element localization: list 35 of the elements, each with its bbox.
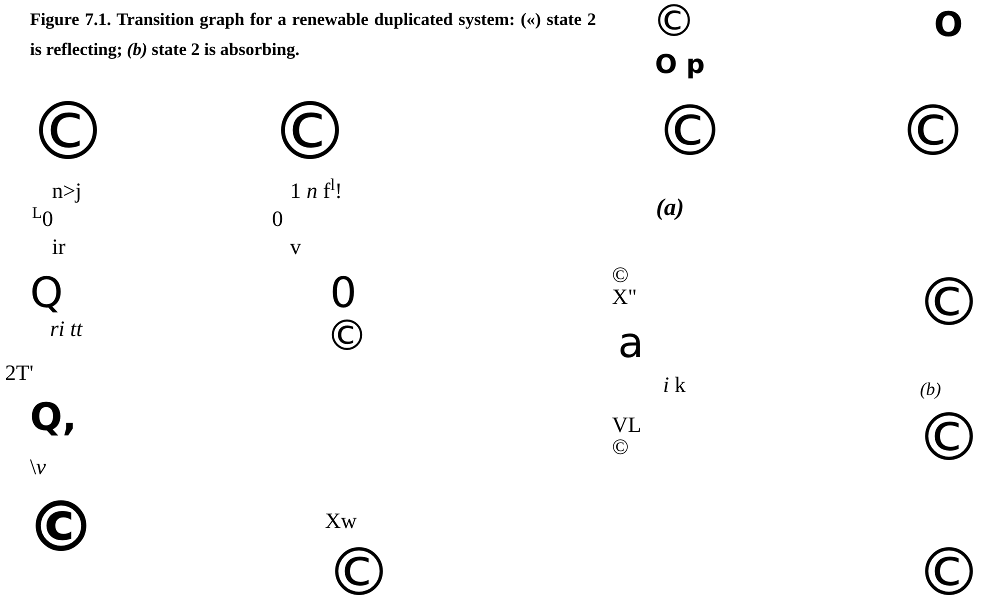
figure-caption: Figure 7.1. Transition graph for a renewable duplicated system: («) state 2 is reflecting; (b) state 2 is absorbing. (30, 8, 596, 61)
label-text: ri tt (50, 318, 82, 340)
label-text: 1 n f$^{l}$! (290, 180, 342, 202)
circled-c-glyph: © (655, 96, 725, 166)
label-text: ir (52, 236, 66, 258)
circled-c-glyph: © (916, 405, 982, 471)
label-text: 0 (330, 272, 357, 314)
label-text: VL (612, 414, 642, 436)
label-text: O (934, 8, 963, 42)
circled-c-glyph: © (652, 0, 696, 44)
label-text: (b) (920, 380, 941, 398)
label-text: (a) (656, 196, 684, 220)
circled-c-glyph: © (326, 315, 368, 357)
circled-c-glyph: © (612, 436, 629, 458)
label-text: Q (30, 272, 64, 314)
label-text: n>j (52, 180, 82, 202)
circled-c-glyph: © (916, 540, 982, 606)
circled-c-glyph: © (28, 92, 108, 172)
label-text: 2T' (5, 362, 34, 384)
label-text: Q, (30, 398, 77, 436)
label-text: O p (655, 52, 705, 78)
circled-c-glyph: © (612, 264, 629, 286)
circled-c-glyph: © (270, 92, 350, 172)
label-text: v (290, 236, 301, 258)
label-text: Xw (325, 510, 357, 532)
circled-c-glyph: © (326, 540, 392, 606)
label-text: $^{L}$0 (32, 208, 54, 230)
label-text: 0 (272, 208, 283, 230)
circled-c-glyph: © (26, 492, 96, 562)
label-text: \v (30, 456, 46, 478)
label-text: X" (612, 286, 637, 308)
circled-c-glyph: © (916, 270, 982, 336)
label-text: i k (663, 374, 686, 396)
circled-c-glyph: © (898, 96, 968, 166)
label-text: a (618, 322, 644, 364)
